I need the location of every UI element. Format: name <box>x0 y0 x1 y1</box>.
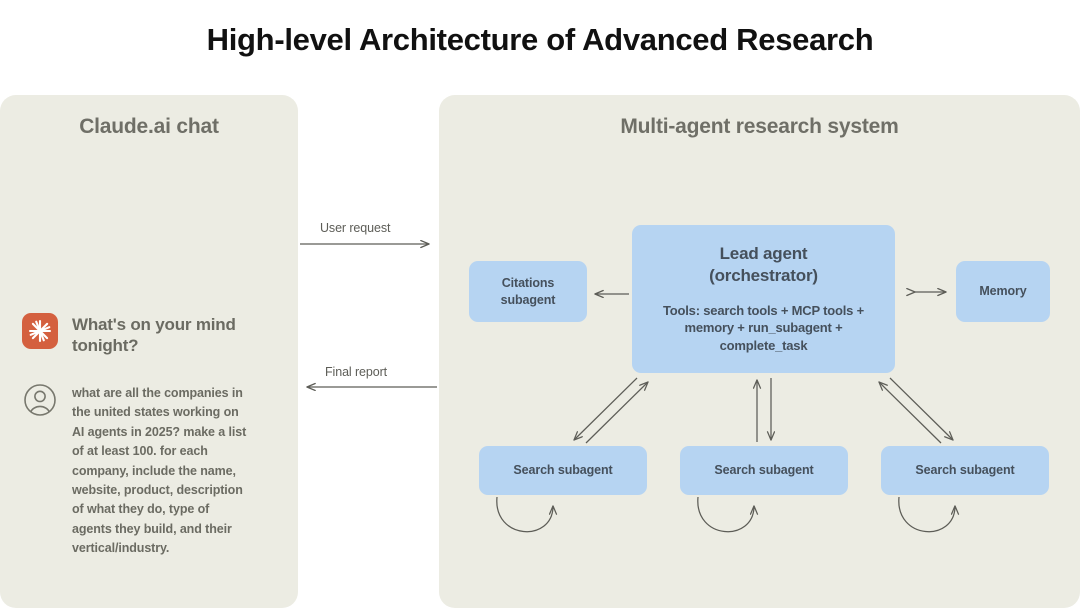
node-search-subagent-1[interactable]: Search subagent <box>479 446 647 495</box>
page-title: High-level Architecture of Advanced Rese… <box>206 22 874 57</box>
node-search-subagent-2[interactable]: Search subagent <box>680 446 848 495</box>
node-lead-agent[interactable]: Lead agent (orchestrator) Tools: search … <box>632 225 895 373</box>
node-citations-subagent[interactable]: Citations subagent <box>469 261 587 322</box>
connector-label-user-request: User request <box>320 221 391 235</box>
memory-label: Memory <box>979 284 1027 299</box>
chat-greeting-row: What's on your mind tonight? <box>22 313 277 357</box>
system-panel-header: Multi-agent research system <box>620 115 899 138</box>
lead-agent-title-line-2: (orchestrator) <box>709 266 818 286</box>
citations-label-line-1: Citations <box>501 275 555 290</box>
lead-agent-title-line-1: Lead agent <box>719 244 808 264</box>
lead-agent-tools: Tools: search tools + MCP tools + memory… <box>663 302 864 354</box>
node-memory[interactable]: Memory <box>956 261 1050 322</box>
node-search-subagent-3[interactable]: Search subagent <box>881 446 1049 495</box>
chat-user-message-text: what are all the companies in the united… <box>72 386 247 555</box>
chat-panel-header: Claude.ai chat <box>79 115 219 138</box>
user-avatar-icon <box>22 382 58 418</box>
search-subagent-1-label: Search subagent <box>513 463 613 478</box>
search-subagent-2-label: Search subagent <box>714 463 814 478</box>
claude-logo-icon <box>22 313 58 349</box>
chat-greeting-text: What's on your mind tonight? <box>72 315 236 356</box>
search-subagent-3-label: Search subagent <box>915 463 1015 478</box>
chat-user-message-row: what are all the companies in the united… <box>22 381 277 558</box>
connector-label-final-report: Final report <box>325 365 388 379</box>
chat-panel: Claude.ai chat Wha <box>0 95 298 608</box>
citations-label-line-2: subagent <box>500 292 556 307</box>
